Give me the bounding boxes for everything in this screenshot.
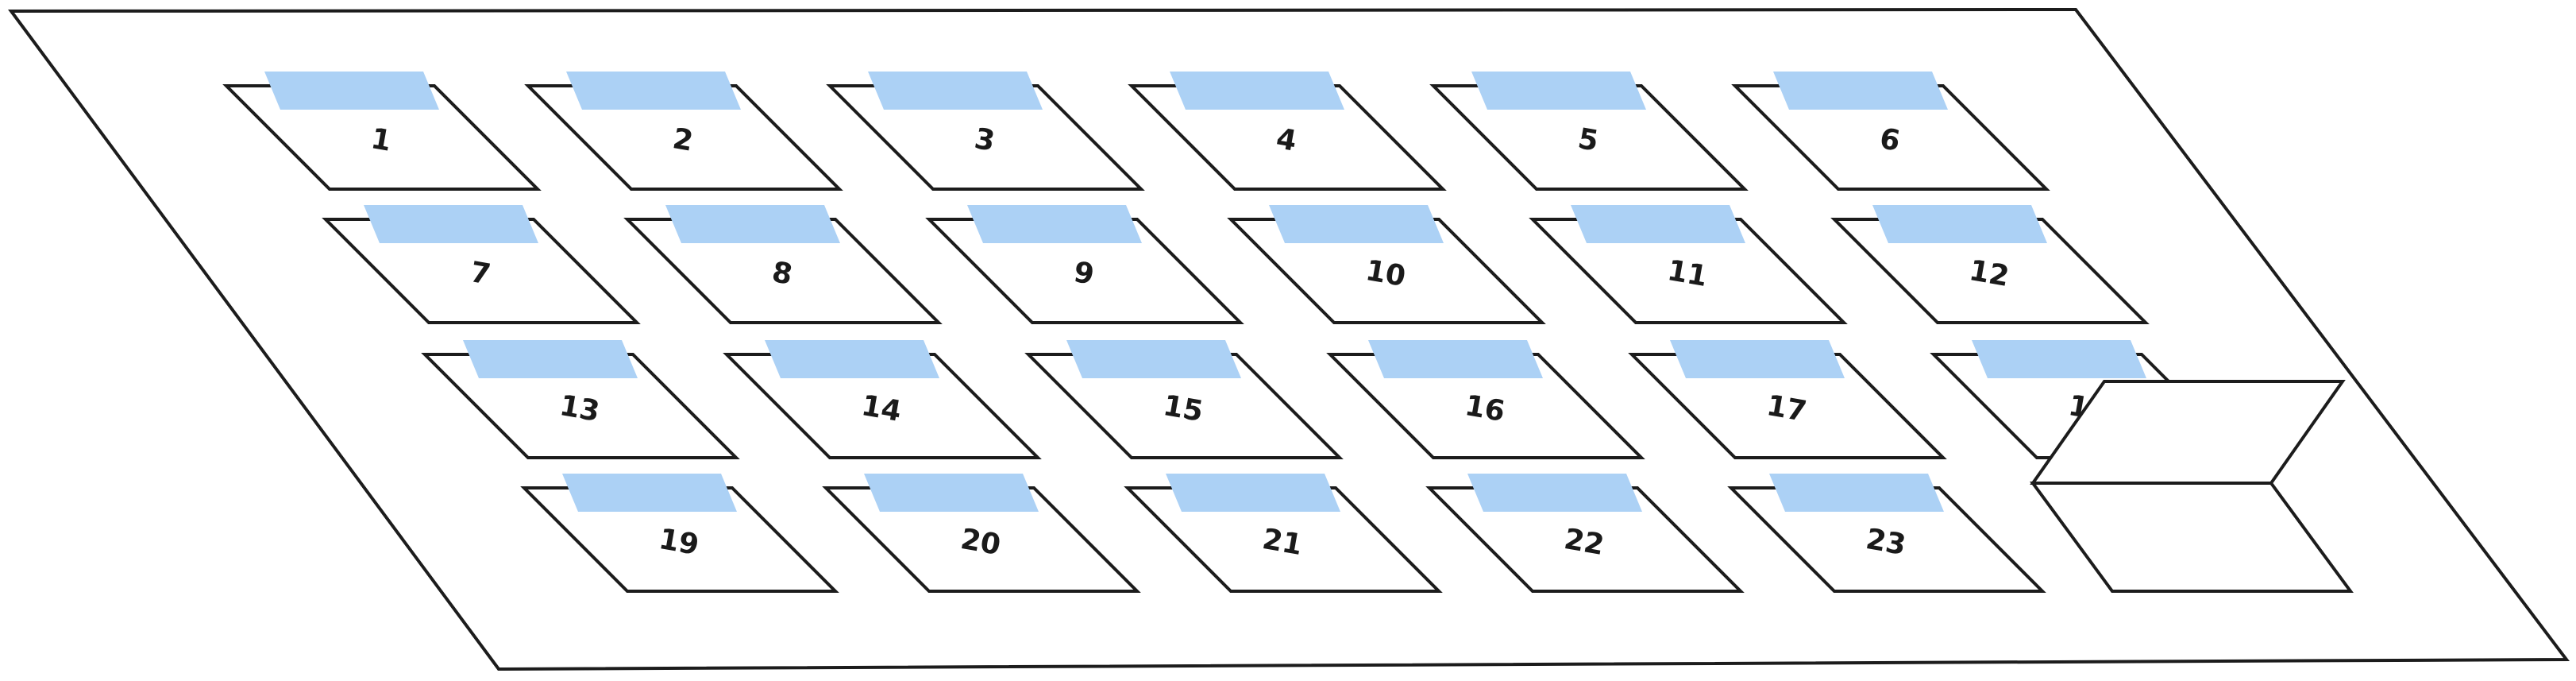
slot-label: 23 bbox=[1864, 523, 1908, 562]
slot-tab bbox=[1769, 474, 1944, 512]
slot: 6 bbox=[1731, 72, 2050, 191]
slot: 4 bbox=[1128, 72, 1447, 191]
slot: 15 bbox=[1024, 340, 1344, 459]
open-box bbox=[2030, 380, 2354, 593]
slot-tab bbox=[967, 205, 1142, 243]
slot-tab bbox=[364, 205, 538, 243]
slot-tab bbox=[463, 340, 638, 378]
slot-group: 1234567891011121314151617181920212223 bbox=[222, 72, 2249, 593]
slot: 17 bbox=[1628, 340, 1947, 459]
slot: 10 bbox=[1227, 205, 1546, 324]
slot-tab bbox=[1269, 205, 1444, 243]
slot-label: 11 bbox=[1665, 254, 1710, 293]
slot: 13 bbox=[421, 340, 740, 459]
slot-tab bbox=[1066, 340, 1241, 378]
slot: 3 bbox=[826, 72, 1145, 191]
slot-tab bbox=[765, 340, 939, 378]
slot-tab bbox=[1170, 72, 1344, 110]
slot-label: 21 bbox=[1260, 523, 1305, 562]
slot: 16 bbox=[1326, 340, 1645, 459]
slot-tab bbox=[1467, 474, 1642, 512]
slot-tab bbox=[562, 474, 737, 512]
slot-label: 17 bbox=[1764, 389, 1809, 428]
slot-tab bbox=[1166, 474, 1340, 512]
slot-tab bbox=[1972, 340, 2146, 378]
slot-label: 22 bbox=[1562, 523, 1606, 562]
open-box-lid bbox=[2030, 380, 2346, 485]
slot: 20 bbox=[822, 474, 1141, 593]
slot-label: 13 bbox=[557, 389, 602, 428]
slot: 23 bbox=[1727, 474, 2046, 593]
slot-tab bbox=[864, 474, 1039, 512]
slot-label: 19 bbox=[657, 523, 701, 562]
slot-tab bbox=[1471, 72, 1646, 110]
slot: 9 bbox=[925, 205, 1244, 324]
slot: 19 bbox=[520, 474, 839, 593]
slot-label: 15 bbox=[1161, 389, 1205, 428]
slot-tab bbox=[1368, 340, 1543, 378]
slot-label: 14 bbox=[859, 389, 904, 428]
slot-tab bbox=[264, 72, 439, 110]
slot-label: 10 bbox=[1363, 254, 1408, 293]
slot-label: 12 bbox=[1967, 254, 2011, 293]
slot: 8 bbox=[623, 205, 943, 324]
slot: 1 bbox=[222, 72, 542, 191]
slot: 11 bbox=[1529, 205, 1848, 324]
slot: 21 bbox=[1124, 474, 1443, 593]
slot: 2 bbox=[524, 72, 843, 191]
slot-tab bbox=[868, 72, 1043, 110]
slot: 22 bbox=[1425, 474, 1745, 593]
slot-label: 16 bbox=[1463, 389, 1507, 428]
slot: 14 bbox=[723, 340, 1042, 459]
slot: 5 bbox=[1429, 72, 1749, 191]
slot-tab bbox=[665, 205, 840, 243]
slot-label: 20 bbox=[958, 523, 1003, 562]
slot: 12 bbox=[1830, 205, 2150, 324]
slot-tab bbox=[566, 72, 741, 110]
slot-tab bbox=[1773, 72, 1948, 110]
slot: 7 bbox=[322, 205, 641, 324]
slot-tab bbox=[1571, 205, 1745, 243]
slot-tab bbox=[1872, 205, 2047, 243]
slot-tab bbox=[1670, 340, 1845, 378]
